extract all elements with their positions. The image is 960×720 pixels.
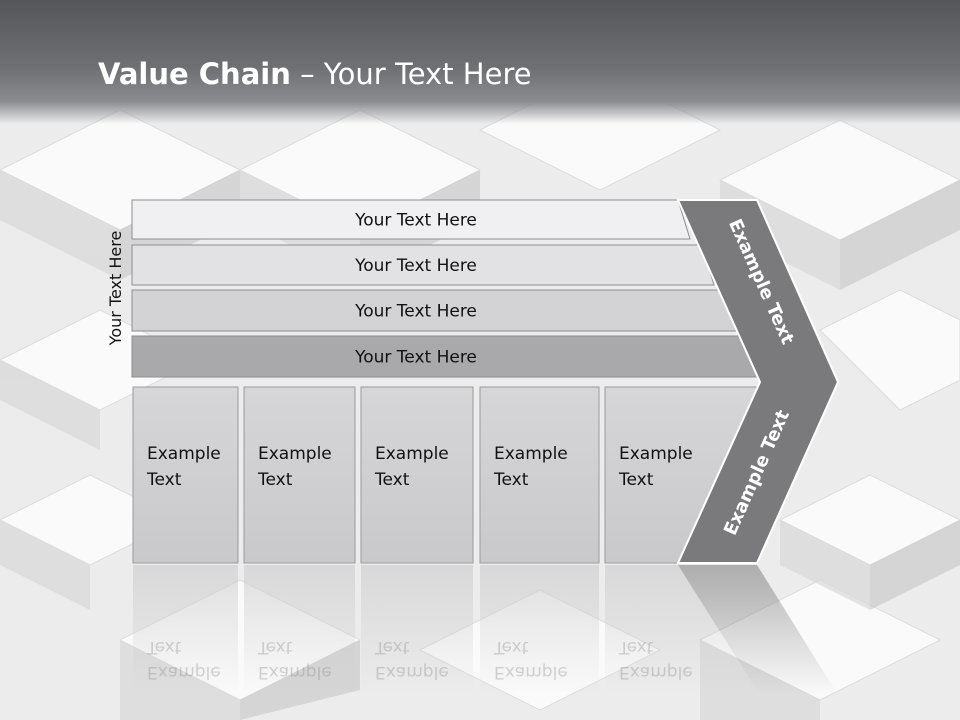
row-label-4: Your Text Here <box>354 348 477 368</box>
chevron-arrow <box>676 199 840 564</box>
page-title: Value Chain – Your Text Here <box>98 52 532 96</box>
column-box-1 <box>132 386 239 564</box>
column-box-4 <box>479 386 600 564</box>
column-label-4-line1: Example <box>494 444 568 464</box>
column-label-1-line2: Text <box>146 470 182 490</box>
column-label-3-line2: Text <box>374 470 410 490</box>
reflection <box>133 565 838 695</box>
row-label-1: Your Text Here <box>354 211 477 231</box>
title-rest: – Your Text Here <box>290 57 532 91</box>
row-bar-2 <box>131 244 715 286</box>
column-reflection-5: Example Text <box>619 637 693 682</box>
column-label-4-line2: Text <box>493 470 529 490</box>
row-bar-1 <box>131 199 691 240</box>
row-label-2: Your Text Here <box>354 256 477 276</box>
row-label-3: Your Text Here <box>354 302 477 322</box>
column-label-5-line2: Text <box>618 470 654 490</box>
column-reflection-4: Example Text <box>494 637 568 682</box>
column-box-3 <box>360 386 474 564</box>
column-box-2 <box>243 386 356 564</box>
column-label-3-line1: Example <box>375 444 449 464</box>
column-label-5-line1: Example <box>619 444 693 464</box>
title-bar <box>0 0 960 124</box>
column-reflection-2: Example Text <box>258 637 332 682</box>
column-label-2-line2: Text <box>257 470 293 490</box>
column-reflection-1: Example Text <box>147 637 221 682</box>
column-label-2-line1: Example <box>258 444 332 464</box>
title-bold: Value Chain <box>98 57 291 91</box>
column-reflection-3: Example Text <box>375 637 449 682</box>
column-label-1-line1: Example <box>147 444 221 464</box>
